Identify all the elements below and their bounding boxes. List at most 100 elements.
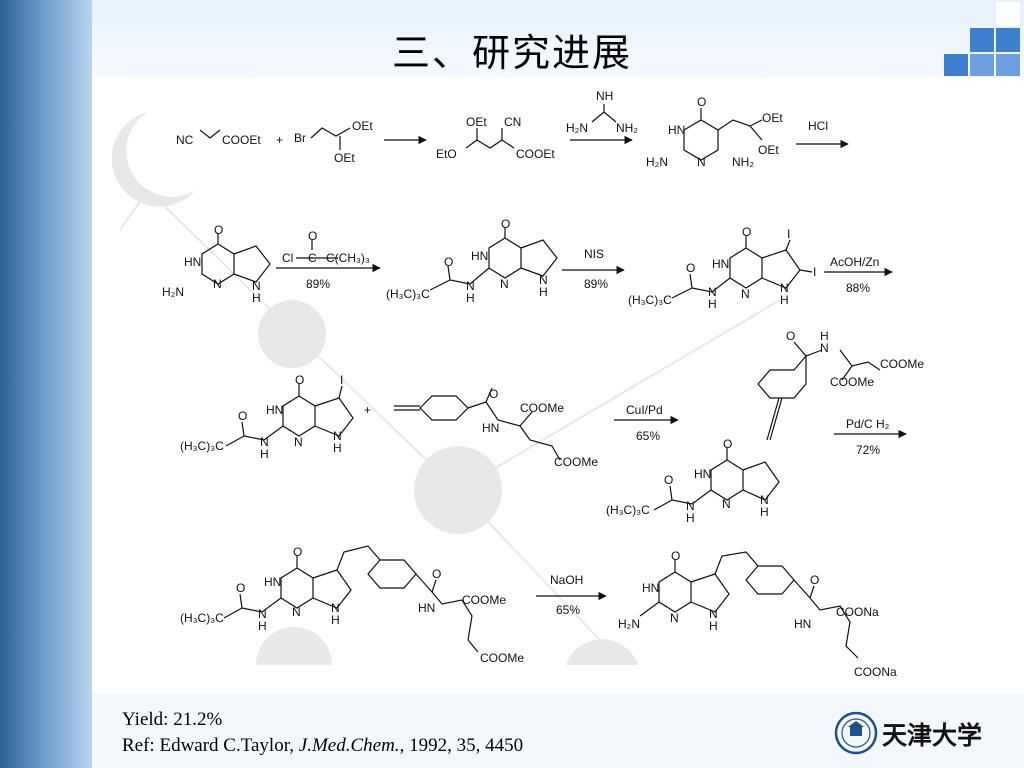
yield-label: 89% [306, 277, 330, 291]
plus-sign: + [276, 133, 283, 147]
atom-label: N [760, 493, 769, 507]
row2-labels: O HN N H₂N N H O Cl C C(CH₃)₃ 89% O HN N… [162, 217, 879, 311]
reaction-arrows [276, 135, 907, 601]
row4-labels: O HN N N H O (H₃C)₃C N H O HN COOMe COOM… [180, 545, 897, 679]
atom-label: (H₃C)₃C [606, 503, 650, 517]
reagent-label: HCl [808, 119, 828, 133]
atom-label: H [686, 511, 695, 525]
atom-label: O [214, 223, 223, 237]
atom-label: H₂N [618, 617, 640, 631]
atom-label: N [820, 341, 829, 355]
plus-sign: + [364, 403, 371, 417]
atom-label: COOMe [462, 593, 506, 607]
atom-label: N [722, 497, 731, 511]
atom-label: HN [668, 123, 685, 137]
atom-label: H [331, 613, 340, 627]
atom-label: CN [504, 115, 521, 129]
atom-label: I [813, 265, 816, 279]
atom-label: N [670, 611, 679, 625]
atom-label: HN [471, 249, 488, 263]
atom-label: H [260, 447, 269, 461]
yield-label: 88% [846, 281, 870, 295]
atom-label: O [236, 581, 245, 595]
atom-label: COOEt [222, 133, 261, 147]
atom-label: N [292, 605, 301, 619]
yield-label: 65% [556, 603, 580, 617]
reagent-label: NIS [584, 247, 604, 261]
atom-label: H [258, 619, 267, 633]
atom-label: H [333, 441, 342, 455]
atom-label: H₂N [162, 285, 184, 299]
atom-label: H [252, 291, 261, 305]
atom-label: N [333, 429, 342, 443]
atom-label: O [671, 549, 680, 563]
yield-label: 65% [636, 429, 660, 443]
watermark [111, 112, 985, 665]
ref-journal: J.Med.Chem. [298, 735, 400, 756]
atom-label: HN [794, 617, 811, 631]
atom-label: H₂N [566, 121, 588, 135]
yield-summary: Yield: 21.2% [122, 709, 223, 730]
slide-title: 三、研究进展 [391, 31, 632, 75]
atom-label: NH₂ [732, 155, 754, 169]
decor-square [996, 54, 1020, 76]
atom-label: NH₂ [616, 121, 638, 135]
atom-label: COONa [836, 605, 879, 619]
decor-square [996, 2, 1020, 26]
atom-label: O [501, 217, 510, 231]
atom-label: HN [418, 601, 435, 615]
atom-label: N [686, 499, 695, 513]
atom-label: O [664, 473, 673, 487]
atom-label: C(CH₃)₃ [326, 251, 370, 265]
atom-label: H₂N [646, 155, 668, 169]
atom-label: OEt [758, 143, 779, 157]
atom-label: OEt [352, 119, 373, 133]
row3-labels: I O HN N N H O (H₃C)₃C N H + O HN COOMe … [180, 329, 924, 525]
decor-square [970, 54, 994, 76]
atom-label: COOMe [830, 375, 874, 389]
atom-label: OEt [762, 111, 783, 125]
atom-label: COONa [854, 665, 897, 679]
atom-label: Cl [282, 251, 293, 265]
university-logo: 天津大学 [834, 711, 982, 755]
atom-label: HN [184, 255, 201, 269]
atom-label: H [466, 291, 475, 305]
atom-label: HN [694, 467, 711, 481]
atom-label: Br [294, 131, 306, 145]
atom-label: HN [264, 575, 281, 589]
atom-label: I [340, 373, 343, 387]
decor-square [970, 28, 994, 52]
ref-prefix: Ref: Edward C.Taylor, [122, 735, 299, 756]
logo-wordmark: 天津大学 [882, 721, 982, 750]
atom-label: O [686, 261, 695, 275]
atom-label: NC [176, 133, 194, 147]
atom-label: O [444, 255, 453, 269]
decor-square [996, 28, 1020, 52]
atom-label: COOMe [554, 455, 598, 469]
atom-label: N [741, 287, 750, 301]
decor-square [944, 54, 968, 76]
atom-label: O [238, 409, 247, 423]
atom-label: (H₃C)₃C [628, 293, 672, 307]
content-panel [92, 78, 1024, 694]
atom-label: O [293, 545, 302, 559]
atom-label: O [308, 229, 317, 243]
atom-label: N [258, 607, 267, 621]
atom-label: N [500, 277, 509, 291]
atom-label: HN [712, 257, 729, 271]
atom-label: (H₃C)₃C [386, 287, 430, 301]
atom-label: H [539, 285, 548, 299]
reagent-label: Pd/C H₂ [846, 417, 890, 431]
yield-label: 89% [584, 277, 608, 291]
ref-suffix: , 1992, 35, 4450 [399, 735, 524, 756]
atom-label: O [697, 95, 706, 109]
reagent-label: AcOH/Zn [830, 255, 879, 269]
atom-label: H [780, 293, 789, 307]
atom-label: EtO [436, 147, 457, 161]
atom-label: NH [596, 89, 613, 103]
atom-label: N [331, 601, 340, 615]
left-gradient-bar [0, 0, 92, 768]
atom-label: N [252, 279, 261, 293]
atom-label: N [539, 273, 548, 287]
atom-label: O [723, 437, 732, 451]
